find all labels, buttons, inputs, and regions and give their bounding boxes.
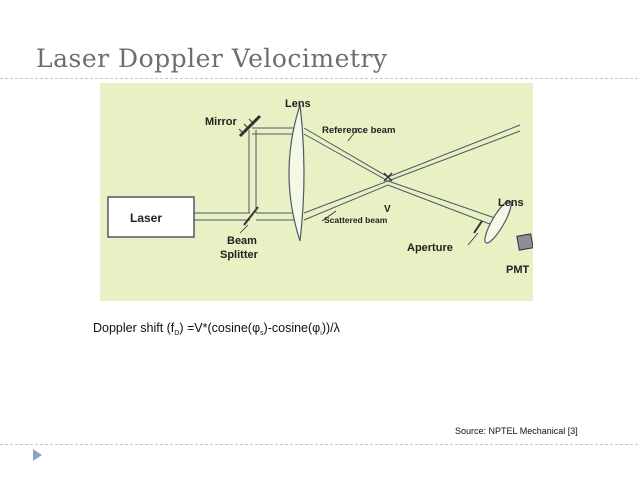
laser-box: [107, 196, 195, 238]
title-divider: [0, 78, 638, 79]
focusing-lens: [288, 104, 305, 242]
reference-beam-label: Reference beam: [322, 125, 395, 136]
outgoing-beam-lower: [387, 180, 496, 219]
outgoing-beam-upper: [387, 124, 521, 178]
converging-beam-4: [303, 184, 389, 221]
aperture: [473, 220, 483, 234]
next-slide-arrow-icon[interactable]: [33, 449, 42, 461]
lens-left-label: Lens: [285, 98, 311, 110]
laser-label: Laser: [130, 211, 162, 225]
mirror: [238, 114, 262, 138]
lens-right-label: Lens: [498, 197, 524, 209]
ldv-schematic: Laser V: [107, 98, 533, 276]
mirror-label: Mirror: [205, 116, 238, 128]
scattered-beam-label: Scattered beam: [324, 215, 388, 225]
source-citation: Source: NPTEL Mechanical [3]: [455, 426, 578, 436]
pmt-label: PMT: [506, 264, 530, 276]
converging-beam-3: [303, 180, 389, 214]
splitter-label: Splitter: [220, 249, 259, 261]
converging-beam-1: [303, 127, 389, 178]
pmt-detector: [516, 233, 533, 251]
doppler-shift-equation: Doppler shift (fD) =V*(cosine(φs)-cosine…: [93, 321, 340, 337]
ldv-diagram: Laser V: [100, 83, 533, 301]
converging-beam-2: [303, 133, 389, 182]
beam-label: Beam: [227, 235, 257, 247]
aperture-label: Aperture: [407, 242, 453, 254]
collecting-lens: [484, 200, 512, 244]
footer-divider: [0, 444, 638, 445]
slide-title: Laser Doppler Velocimetry: [36, 44, 388, 73]
velocity-label: V: [384, 204, 391, 215]
